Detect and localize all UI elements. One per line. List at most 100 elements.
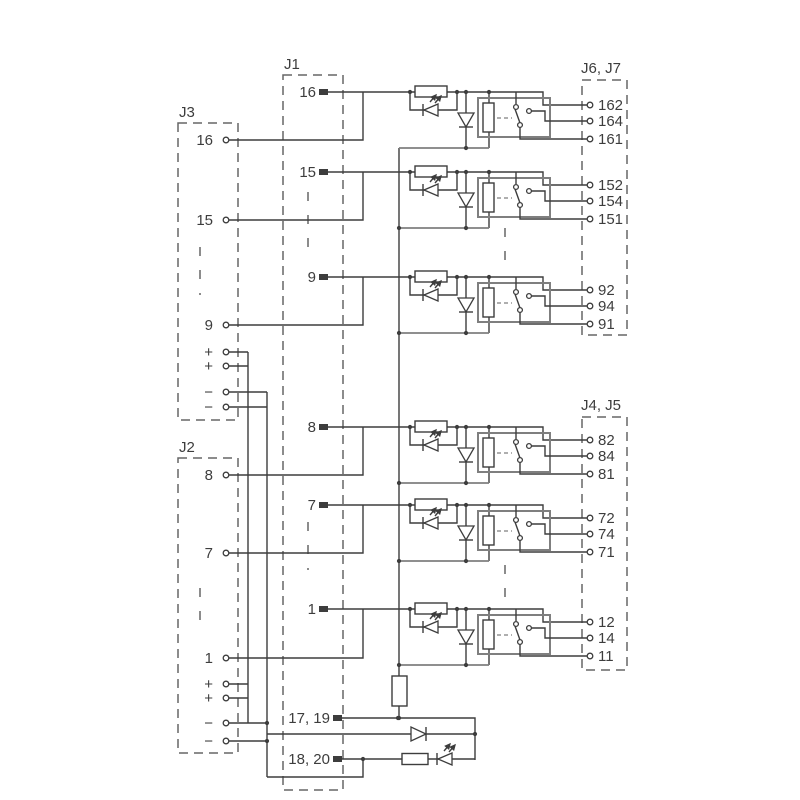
j2-pin-label: 8	[205, 467, 213, 484]
led-arrow-head	[435, 174, 442, 183]
j3-pin-label: +	[204, 344, 213, 361]
j1-pin-terminal	[319, 502, 328, 508]
junction-dot	[396, 330, 402, 336]
connector-label-j1: J1	[284, 56, 300, 73]
connector-label-j3: J3	[179, 104, 195, 121]
no-wire	[531, 295, 587, 307]
j45-pin-label: 71	[598, 544, 615, 561]
j45-pin-label: 14	[598, 630, 615, 647]
j6-j7-pin-terminal	[586, 215, 594, 223]
common-contact-point	[516, 638, 524, 646]
no-contact-point	[525, 107, 533, 115]
no-wire	[531, 523, 587, 535]
minus-return-wire	[267, 759, 364, 778]
junction-dot	[463, 330, 469, 336]
junction-dot	[486, 274, 492, 280]
contact-arm	[514, 108, 521, 124]
junction-dot	[407, 606, 413, 612]
relay-coil	[482, 182, 495, 213]
junction-dot	[396, 225, 402, 231]
junction-dot	[463, 145, 469, 151]
input-resistor	[414, 602, 448, 615]
relay-body	[477, 282, 551, 323]
led-arrow-head	[430, 93, 437, 102]
led-arrow-head	[435, 279, 442, 288]
j67-pin-label: 164	[598, 113, 623, 130]
j2-pin-label: +	[204, 690, 213, 707]
j4-j5-pin-terminal	[586, 436, 594, 444]
junction-dot	[463, 89, 469, 95]
junction-dot	[396, 662, 402, 668]
junction-dot	[486, 502, 492, 508]
j1-pin-label: 8	[308, 419, 316, 436]
relay-body	[477, 432, 551, 473]
j1-pin-terminal	[319, 606, 328, 612]
j3-pin-terminal	[222, 403, 230, 411]
junction-dot	[407, 89, 413, 95]
junction-dot	[454, 424, 460, 430]
input-resistor	[414, 420, 448, 433]
j67-pin-label: 151	[598, 211, 623, 228]
junction-dot	[486, 424, 492, 430]
no-wire	[531, 627, 587, 639]
junction-dot	[463, 169, 469, 175]
input-resistor	[414, 270, 448, 283]
connector-box-j4-j5	[581, 416, 628, 671]
no-wire	[531, 110, 587, 122]
input-resistor	[414, 498, 448, 511]
j3-pin-terminal	[222, 348, 230, 356]
common-wire	[519, 462, 587, 475]
relay-coil	[482, 515, 495, 546]
j2-pin-terminal	[222, 694, 230, 702]
j2-pin-terminal	[222, 549, 230, 557]
j1-pin-label: 18, 20	[288, 751, 330, 768]
relay-body	[477, 510, 551, 551]
j67-pin-label: 92	[598, 282, 615, 299]
j1-pin-terminal	[333, 756, 342, 762]
junction-dot	[454, 502, 460, 508]
common-wire	[519, 540, 587, 553]
j45-pin-label: 12	[598, 614, 615, 631]
nc-contact-point	[512, 620, 520, 628]
j3-pin-terminal	[222, 321, 230, 329]
j4-j5-pin-terminal	[586, 452, 594, 460]
junction-dot	[486, 169, 492, 175]
contact-arm	[514, 293, 521, 309]
flyback-diode-triangle	[456, 112, 476, 129]
junction-dot	[407, 169, 413, 175]
common-wire	[519, 644, 587, 657]
flyback-diode-triangle	[456, 297, 476, 314]
led-series-resistor	[401, 752, 429, 766]
no-contact-point	[525, 442, 533, 450]
flyback-diode-triangle	[456, 447, 476, 464]
j3-pin-label: 15	[196, 212, 213, 229]
j45-pin-label: 84	[598, 448, 615, 465]
j67-pin-label: 91	[598, 316, 615, 333]
signal-wire	[229, 277, 364, 326]
led-arrow-head	[430, 506, 437, 515]
connector-box-j2	[177, 457, 239, 754]
j3-pin-terminal	[222, 216, 230, 224]
common-wire	[519, 312, 587, 325]
j45-pin-label: 81	[598, 466, 615, 483]
series-resistor	[391, 675, 408, 707]
j4-j5-pin-terminal	[586, 548, 594, 556]
j2-pin-terminal	[222, 471, 230, 479]
j4-j5-pin-terminal	[586, 514, 594, 522]
led-arrow-head	[435, 611, 442, 620]
junction-dot	[463, 225, 469, 231]
status-led-triangle	[422, 288, 439, 302]
series-diode-triangle	[410, 725, 428, 743]
j1-pin-terminal	[319, 89, 328, 95]
signal-wire	[229, 427, 364, 476]
contact-arm	[514, 188, 521, 204]
junction-dot	[264, 720, 270, 726]
signal-wire	[229, 172, 364, 221]
junction-dot	[396, 558, 402, 564]
common-contact-point	[516, 201, 524, 209]
j67-pin-label: 162	[598, 97, 623, 114]
status-led-triangle	[422, 438, 439, 452]
common-contact-point	[516, 121, 524, 129]
led-arrow-head	[435, 429, 442, 438]
